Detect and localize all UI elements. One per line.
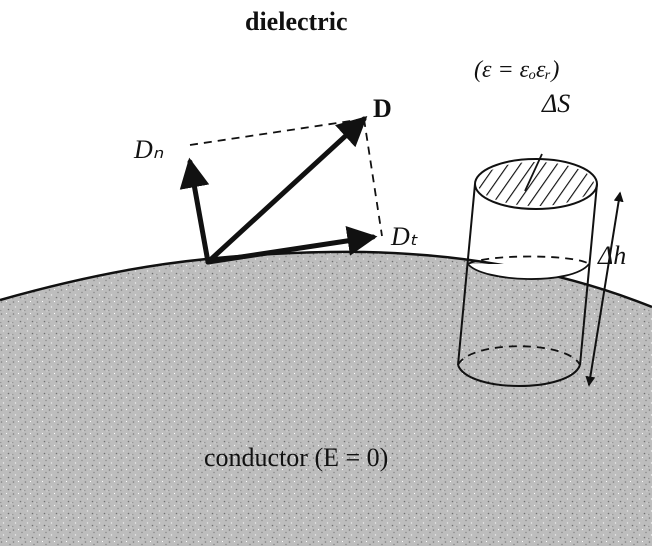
normal-component-arrow [179,157,211,265]
vector-d-label: D [373,94,392,123]
conductor-region [0,251,652,546]
dashed-top-edge [189,118,365,146]
permittivity-label: (ε = εₒεᵣ) [474,57,560,83]
surface-area-label: ΔS [542,89,571,118]
pillbox-middle-front [467,263,590,280]
tangential-component-label: Dₜ [391,222,418,251]
delta-s-leader [524,153,543,192]
height-arrow [585,191,624,387]
resultant-d-arrow [205,115,368,265]
gaussian-pillbox [457,153,624,387]
conductor-label: conductor (E = 0) [204,443,389,472]
pillbox-left-side [457,183,476,366]
dielectric-label: dielectric [245,7,348,36]
dashed-right-edge [363,118,383,237]
normal-component-label: Dₙ [134,135,164,164]
pillbox-bottom-front [457,364,581,387]
field-decomposition [179,115,383,265]
height-label: Δh [598,241,627,270]
pillbox-hatched-face [478,162,594,206]
pillbox-middle-back [467,255,590,265]
tangential-component-arrow [205,225,378,265]
